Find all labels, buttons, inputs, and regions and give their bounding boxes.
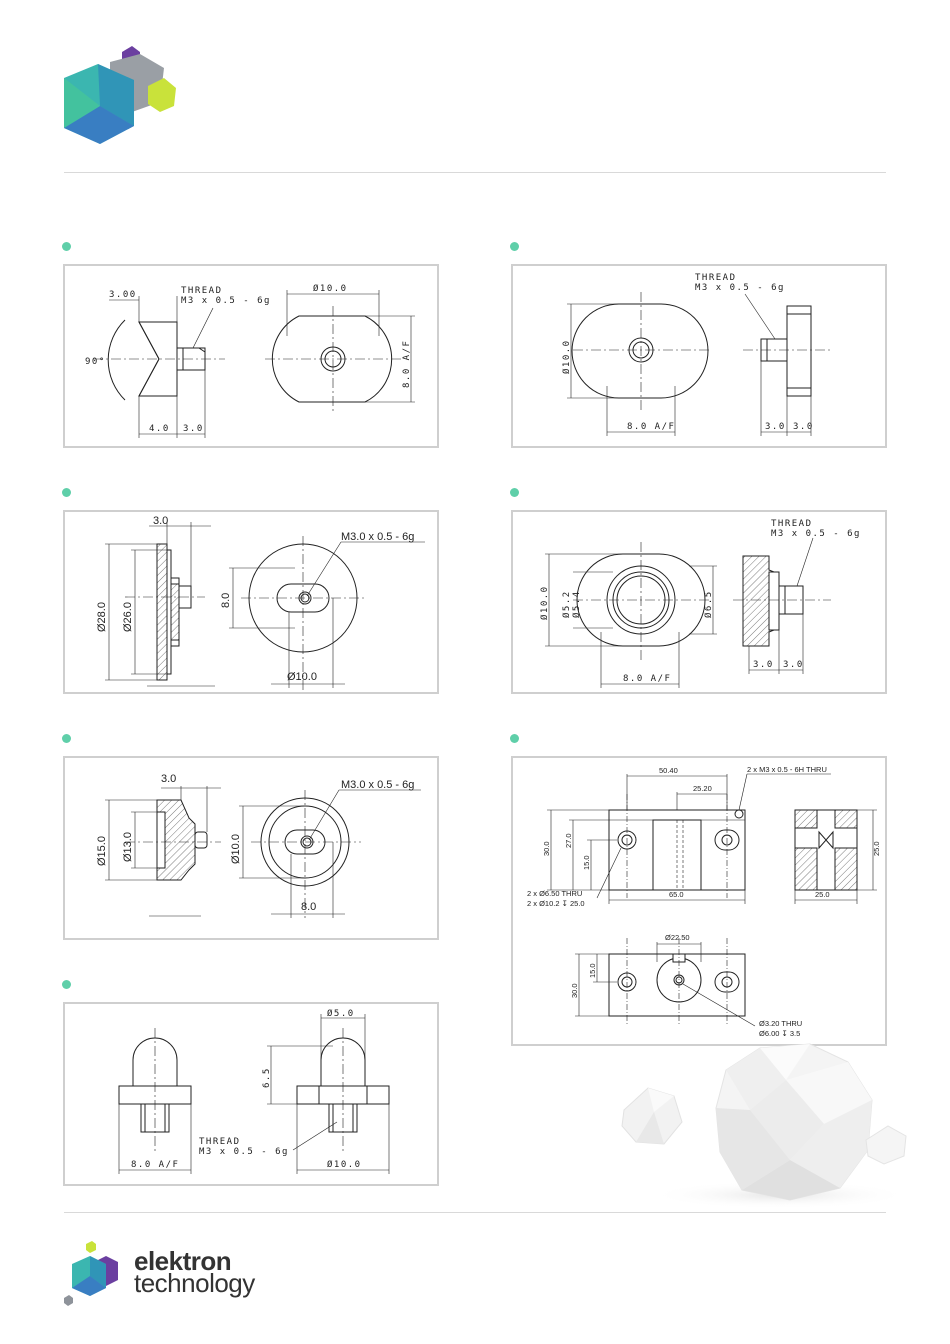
dim-15-0-b: 15.0 <box>588 963 597 978</box>
dim-30-0: 30.0 <box>542 841 551 856</box>
dim-3-00: 3.00 <box>109 290 137 300</box>
dim-dia-10: Ø10.0 <box>313 283 348 294</box>
thread-spec: M3 x 0.5 - 6g <box>695 283 785 293</box>
drawing-recessed-contact: THREAD M3 x 0.5 - 6g Ø10.0 Ø5.2 Ø5.4 Ø6.… <box>539 519 861 688</box>
drawing-dome-contact: Ø5.0 6.5 THREAD M3 x 0.5 - 6g 8.0 A/F Ø1… <box>118 1008 390 1174</box>
dim-dia-10: Ø10.0 <box>287 671 317 683</box>
drawing-small-disc-contact: 3.0 Ø15.0 Ø13.0 Ø10.0 M3.0 x 0.5 - 6g 8.… <box>96 773 421 918</box>
footer-divider <box>64 1212 886 1213</box>
drawing-panel-mounting-block: 50.40 25.20 2 x M3 x 0.5 - 6H THRU 30.0 … <box>511 756 887 1046</box>
section-bullet-7 <box>62 980 71 989</box>
header-logo-cubes <box>64 46 176 144</box>
dim-dia-10: Ø10.0 <box>561 339 572 374</box>
dim-dia-6-5: Ø6.5 <box>703 590 714 618</box>
dim-af: 8.0 A/F <box>623 674 671 684</box>
section-bullet-4 <box>510 488 519 497</box>
drawing-panel-dome-contact: Ø5.0 6.5 THREAD M3 x 0.5 - 6g 8.0 A/F Ø1… <box>63 1002 439 1186</box>
dim-50-40: 50.40 <box>659 766 678 775</box>
thread-spec: M3.0 x 0.5 - 6g <box>341 779 414 791</box>
dim-dia-5-4: Ø5.4 <box>571 590 582 618</box>
dim-dia-13: Ø13.0 <box>122 832 134 862</box>
section-bullet-2 <box>510 242 519 251</box>
dim-65-0: 65.0 <box>669 890 684 899</box>
decorative-polyhedra <box>621 1043 910 1209</box>
dim-dia-22-50: Ø22.50 <box>665 933 690 942</box>
dim-27-0: 27.0 <box>564 833 573 848</box>
dim-dia-26: Ø26.0 <box>122 602 134 632</box>
drawing-flat-contact: THREAD M3 x 0.5 - 6g Ø10.0 8.0 A/F 3.0 3… <box>561 273 831 436</box>
header-divider <box>64 172 886 173</box>
dim-af: 8.0 A/F <box>131 1160 179 1170</box>
thread-spec: M3.0 x 0.5 - 6g <box>341 531 414 543</box>
section-bullet-3 <box>62 488 71 497</box>
dim-dia-28: Ø28.0 <box>96 602 108 632</box>
thread-label: THREAD <box>695 273 737 283</box>
dim-angle: 90° <box>85 357 106 367</box>
section-bullet-1 <box>62 242 71 251</box>
brand-line-1: elektron <box>134 1246 232 1276</box>
hole-note-4: Ø6.00 ↧ 3.5 <box>759 1029 800 1038</box>
dim-dia-15: Ø15.0 <box>96 836 108 866</box>
thread-label: THREAD <box>199 1137 241 1147</box>
thread-spec: M3 x 0.5 - 6g <box>771 529 861 539</box>
section-bullet-5 <box>62 734 71 743</box>
thread-note: 2 x M3 x 0.5 - 6H THRU <box>747 765 827 774</box>
dim-30-0-b: 30.0 <box>570 983 579 998</box>
dim-dia-10: Ø10.0 <box>327 1159 362 1170</box>
dim-3-0: 3.0 <box>153 515 168 527</box>
dim-dia-5-2: Ø5.2 <box>561 590 572 618</box>
brand-line-2: technology <box>134 1268 255 1298</box>
drawing-large-disc-contact: 3.0 Ø28.0 Ø26.0 8.0 M3.0 x 0.5 - 6g Ø10.… <box>96 515 425 692</box>
dim-3-0-a: 3.0 <box>765 422 786 432</box>
dim-25-0-h: 25.0 <box>815 890 830 899</box>
dim-3-0: 3.0 <box>161 773 176 785</box>
dim-af: 8.0 A/F <box>402 340 412 388</box>
footer-logo-cubes <box>64 1241 118 1306</box>
dim-3-0-b: 3.0 <box>793 422 814 432</box>
dim-dia-10: Ø10.0 <box>539 585 550 620</box>
thread-spec: M3 x 0.5 - 6g <box>199 1147 289 1157</box>
drawing-mounting-block: 50.40 25.20 2 x M3 x 0.5 - 6H THRU 30.0 … <box>527 765 881 1038</box>
dim-6-5: 6.5 <box>262 1067 272 1088</box>
dim-25-0-v: 25.0 <box>872 841 881 856</box>
hole-note-2: 2 x Ø10.2 ↧ 25.0 <box>527 899 585 908</box>
thread-label: THREAD <box>181 286 223 296</box>
dim-dia-10: Ø10.0 <box>230 834 242 864</box>
hole-note-1: 2 x Ø6.50 THRU <box>527 889 582 898</box>
dim-dia-5: Ø5.0 <box>327 1008 355 1019</box>
drawing-panel-recessed-contact: THREAD M3 x 0.5 - 6g Ø10.0 Ø5.2 Ø5.4 Ø6.… <box>511 510 887 694</box>
dim-25-20: 25.20 <box>693 784 712 793</box>
dim-3-0-b: 3.0 <box>783 660 804 670</box>
section-bullet-6 <box>510 734 519 743</box>
brand-wordmark: elektron technology <box>134 1246 255 1298</box>
drawing-panel-v-block-contact: 3.00 THREAD M3 x 0.5 - 6g 90° 4.0 3.0 Ø1… <box>63 264 439 448</box>
drawing-panel-small-disc-contact: 3.0 Ø15.0 Ø13.0 Ø10.0 M3.0 x 0.5 - 6g 8.… <box>63 756 439 940</box>
drawing-panel-large-disc-contact: 3.0 Ø28.0 Ø26.0 8.0 M3.0 x 0.5 - 6g Ø10.… <box>63 510 439 694</box>
dim-3-0: 3.0 <box>183 424 204 434</box>
dim-15-0: 15.0 <box>582 855 591 870</box>
dim-4-0: 4.0 <box>149 424 170 434</box>
drawing-v-block-contact: 3.00 THREAD M3 x 0.5 - 6g 90° 4.0 3.0 Ø1… <box>85 283 415 438</box>
dim-af: 8.0 A/F <box>627 422 675 432</box>
dim-8-0: 8.0 <box>301 901 316 913</box>
thread-spec: M3 x 0.5 - 6g <box>181 296 271 306</box>
drawing-panel-flat-contact: THREAD M3 x 0.5 - 6g Ø10.0 8.0 A/F 3.0 3… <box>511 264 887 448</box>
dim-8-0: 8.0 <box>220 593 232 608</box>
hole-note-3: Ø3.20 THRU <box>759 1019 802 1028</box>
dim-3-0-a: 3.0 <box>753 660 774 670</box>
thread-label: THREAD <box>771 519 813 529</box>
